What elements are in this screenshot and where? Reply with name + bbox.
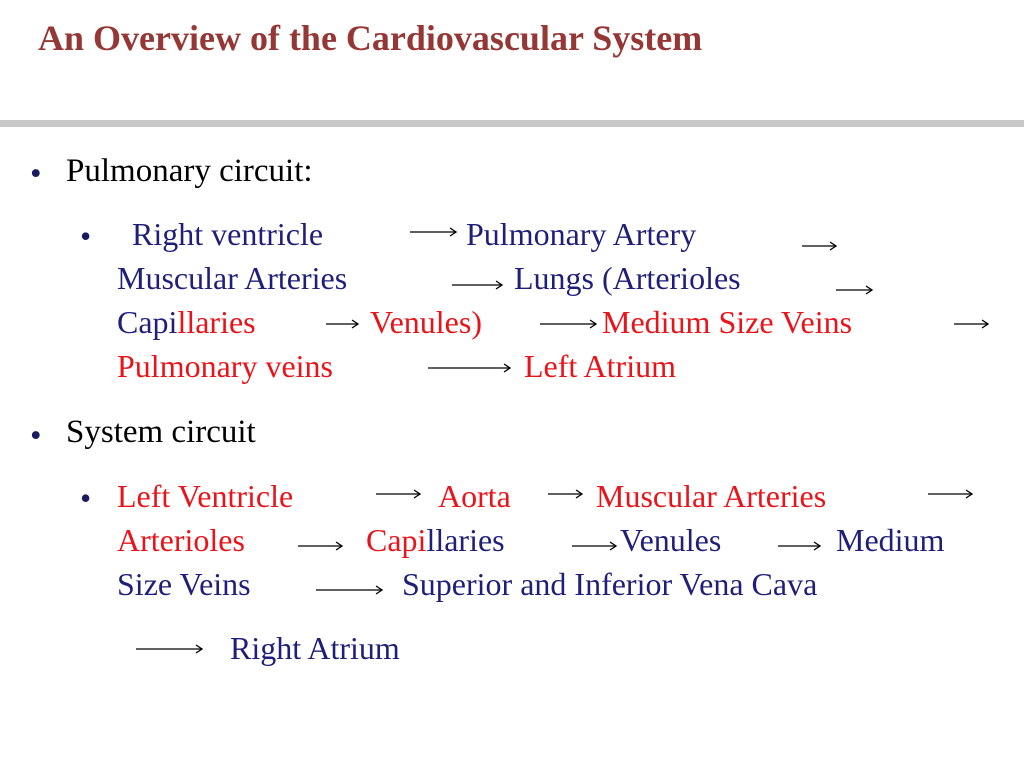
sys-size-veins: Size Veins bbox=[117, 566, 251, 602]
arrow-icon bbox=[452, 279, 504, 291]
arrow-icon bbox=[954, 318, 990, 330]
pulm-left-atrium: Left Atrium bbox=[524, 348, 676, 384]
pulm-capillaries-part1: Capi bbox=[117, 304, 178, 340]
arrow-icon bbox=[778, 540, 822, 552]
arrow-icon bbox=[298, 540, 344, 552]
sys-arterioles: Arterioles bbox=[117, 522, 245, 558]
arrow-icon bbox=[410, 226, 458, 238]
sys-capillaries-part1: Capi bbox=[366, 522, 427, 558]
sys-muscular-arteries: Muscular Arteries bbox=[596, 478, 827, 514]
arrow-icon bbox=[548, 488, 584, 500]
pulm-venules: Venules) bbox=[370, 304, 482, 340]
sys-right-atrium: Right Atrium bbox=[230, 630, 400, 666]
sys-vena-cava: Superior and Inferior Vena Cava bbox=[402, 566, 818, 602]
pulmonary-heading: Pulmonary circuit: bbox=[66, 153, 313, 189]
sys-capillaries-part2: llaries bbox=[426, 522, 505, 558]
sys-capillaries: Capillaries bbox=[366, 524, 505, 556]
arrow-icon bbox=[572, 540, 618, 552]
sys-left-ventricle: Left Ventricle bbox=[117, 478, 294, 514]
title-divider bbox=[0, 120, 1024, 127]
arrow-icon bbox=[428, 362, 512, 374]
pulm-muscular-arteries: Muscular Arteries bbox=[117, 260, 348, 296]
pulm-pulmonary-artery: Pulmonary Artery bbox=[466, 216, 697, 252]
bullet-systemic: • bbox=[30, 418, 42, 454]
bullet-pulmonary-path: • bbox=[80, 218, 92, 254]
bullet-systemic-path: • bbox=[80, 480, 92, 516]
pulm-right-ventricle: Right ventricle bbox=[132, 216, 324, 252]
arrow-icon bbox=[316, 584, 384, 596]
arrow-icon bbox=[136, 643, 204, 655]
sys-venules: Venules bbox=[620, 522, 722, 558]
arrow-icon bbox=[836, 284, 874, 296]
arrow-icon bbox=[376, 488, 422, 500]
pulm-medium-size-veins: Medium Size Veins bbox=[602, 304, 853, 340]
pulm-capillaries: Capillaries bbox=[117, 306, 256, 338]
arrow-icon bbox=[540, 318, 598, 330]
arrow-icon bbox=[802, 240, 838, 252]
sys-medium: Medium bbox=[836, 522, 945, 558]
arrow-icon bbox=[928, 488, 974, 500]
sys-aorta: Aorta bbox=[438, 478, 511, 514]
bullet-pulmonary: • bbox=[30, 156, 42, 192]
pulm-pulmonary-veins: Pulmonary veins bbox=[117, 348, 333, 384]
systemic-heading: System circuit bbox=[66, 414, 256, 450]
pulm-capillaries-part2: llaries bbox=[177, 304, 256, 340]
slide-title: An Overview of the Cardiovascular System bbox=[38, 18, 703, 58]
pulm-lungs: Lungs (Arterioles bbox=[514, 260, 741, 296]
arrow-icon bbox=[326, 318, 360, 330]
